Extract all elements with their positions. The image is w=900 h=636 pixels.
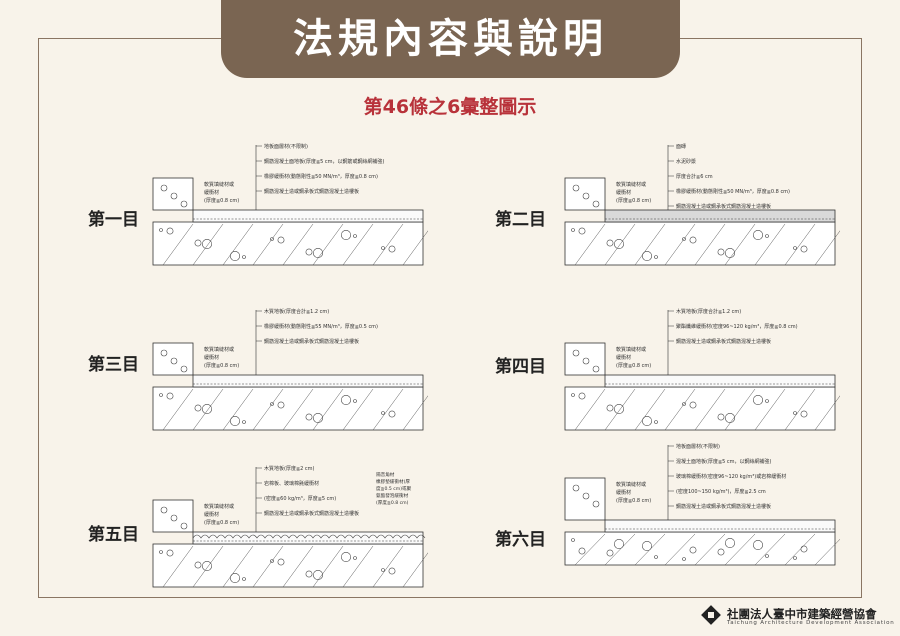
side-note-text: (厚度≧0.8 cm): [204, 197, 239, 204]
side-note-text: 軟質填縫材或: [204, 346, 234, 353]
note-text: 地板面層材(不限制): [264, 143, 308, 150]
note-text: 橡膠緩衝材(動態剛性≦55 MN/m³，厚度≧0.5 cm): [264, 323, 378, 330]
note-text: 鋼筋混凝土造或鋼承板式鋼筋混凝土造樓板: [676, 203, 771, 210]
association-subtitle: Taichung Architecture Development Associ…: [727, 620, 895, 626]
side-note-text: (厚度≧0.8 cm): [616, 362, 651, 369]
note-text: 鋼筋混凝土面地板(厚度≧5 cm，以鋼筋或鋼絲網補強): [264, 158, 385, 165]
note-text: 鋼筋混凝土造或鋼承板式鋼筋混凝土造樓板: [676, 338, 771, 345]
panel-label: 第四目: [495, 357, 546, 377]
note-text: 鋼筋混凝土造或鋼承板式鋼筋混凝土造樓板: [264, 510, 359, 517]
side-note-text: 軟質填縫材或: [616, 346, 646, 353]
page-subtitle: 第46條之6彙整圖示: [363, 96, 537, 118]
association-name: 社團法人臺中市建築經營協會: [727, 607, 877, 621]
note-text: 木質地板(厚度合計≧1.2 cm): [676, 308, 741, 315]
panel-label: 第二目: [495, 210, 546, 230]
side-note-text: 軟質填縫材或: [204, 503, 234, 510]
right-note-text: (厚度≧0.8 cm): [376, 499, 409, 506]
right-note-text: 橡膠墊緩衝材(厚: [376, 478, 410, 485]
note-text: 橡膠緩衝材(動態剛性≦50 MN/m³，厚度≧0.8 cm): [676, 188, 790, 195]
note-text: 木質地板(厚度≧2 cm): [264, 465, 315, 472]
panel-label: 第六目: [495, 530, 546, 550]
note-text: 混凝土面地板(厚度≧5 cm，以鋼絲網補強): [676, 458, 772, 465]
side-note-text: 緩衝材: [616, 354, 631, 361]
panel-label: 第五目: [88, 525, 139, 545]
page-title: 法規內容與說明: [221, 0, 680, 78]
side-note-text: (厚度≧0.8 cm): [204, 519, 239, 526]
side-note-text: 軟質填縫材或: [616, 481, 646, 488]
side-note-text: 緩衝材: [616, 189, 631, 196]
note-text: 橡膠緩衝材(動態剛性≦50 MN/m³，厚度≧0.8 cm): [264, 173, 378, 180]
side-note-text: 緩衝材: [204, 511, 219, 518]
note-text: 鋼筋混凝土造或鋼承板式鋼筋混凝土造樓板: [264, 338, 359, 345]
note-text: 地板面層材(不限制): [676, 443, 720, 450]
side-note-text: (厚度≧0.8 cm): [616, 197, 651, 204]
panel-label: 第三目: [88, 355, 139, 375]
note-text: 聚酯纖維緩衝材(密度96~120 kg/m³，厚度≧0.8 cm): [676, 323, 798, 330]
side-note-text: (厚度≧0.8 cm): [616, 497, 651, 504]
note-text: 玻璃棉緩衝材(密度96~120 kg/m³)或岩棉緩衝材: [676, 473, 786, 480]
note-text: 木質地板(厚度合計≧1.2 cm): [264, 308, 329, 315]
note-text: (密度≧60 kg/m³，厚度≧5 cm): [264, 495, 336, 502]
side-note-text: 緩衝材: [616, 489, 631, 496]
note-text: (密度100~150 kg/m³)，厚度≧2.5 cm: [676, 488, 766, 495]
side-note-text: 緩衝材: [204, 189, 219, 196]
side-note-text: 緩衝材: [204, 354, 219, 361]
side-note-text: (厚度≧0.8 cm): [204, 362, 239, 369]
note-text: 鋼筋混凝土造或鋼承板式鋼筋混凝土造樓板: [264, 188, 359, 195]
note-text: 面磚: [676, 143, 686, 150]
right-note-text: 度≧0.5 cm)或聚: [376, 485, 412, 492]
panel-label: 第一目: [88, 210, 139, 230]
note-text: 岩棉板、玻璃棉氈緩衝材: [264, 480, 319, 487]
side-note-text: 軟質填縫材或: [204, 181, 234, 188]
note-text: 水泥砂漿: [676, 158, 696, 165]
note-text: 厚度合計≧6 cm: [676, 173, 713, 180]
association-logo: [701, 605, 721, 625]
right-note-text: 氨酯發泡緩衝材: [376, 492, 409, 499]
note-text: 鋼筋混凝土造或鋼承板式鋼筋混凝土造樓板: [676, 503, 771, 510]
right-note-text: 隔音角材: [376, 471, 395, 478]
side-note-text: 軟質填縫材或: [616, 181, 646, 188]
